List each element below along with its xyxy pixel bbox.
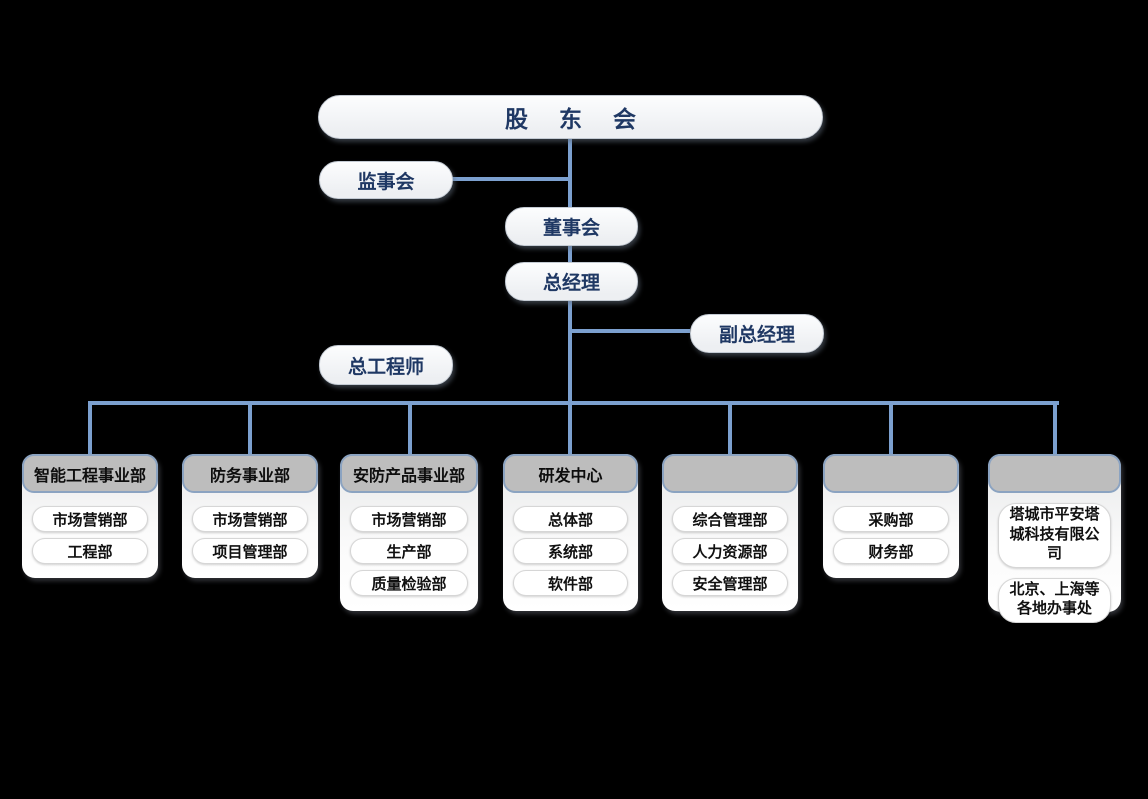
- division-card-intelligent-engineering: 智能工程事业部 市场营销部 工程部: [22, 454, 158, 578]
- department-pill: 北京、上海等各地办事处: [998, 577, 1111, 623]
- node-label: 副总经理: [718, 325, 795, 346]
- department-pill: 市场营销部: [32, 506, 148, 532]
- connector-supervisory-to-trunk: [450, 177, 570, 181]
- division-card-procurement-finance: 采购部 财务部: [823, 454, 959, 578]
- department-pill: 综合管理部: [672, 506, 788, 532]
- connector-gm-to-distribution: [568, 301, 572, 405]
- division-header: 防务事业部: [182, 454, 318, 493]
- department-pill: 软件部: [513, 570, 628, 596]
- division-card-admin: 综合管理部 人力资源部 安全管理部: [662, 454, 798, 611]
- node-label: 总经理: [542, 273, 600, 294]
- node-supervisory-board: 监事会: [319, 161, 453, 199]
- department-pill: 工程部: [32, 538, 148, 564]
- division-header: 安防产品事业部: [340, 454, 478, 493]
- department-pill: 市场营销部: [350, 506, 468, 532]
- department-pill: 人力资源部: [672, 538, 788, 564]
- division-header: [823, 454, 959, 493]
- division-card-rnd-center: 研发中心 总体部 系统部 软件部: [503, 454, 638, 611]
- department-pill: 项目管理部: [192, 538, 308, 564]
- connector-drop-group-1: [88, 403, 92, 454]
- division-body: 市场营销部 工程部: [22, 493, 158, 564]
- connector-drop-group-4: [568, 403, 572, 454]
- node-deputy-general-manager: 副总经理: [690, 314, 824, 353]
- node-label: 董事会: [542, 218, 600, 239]
- node-label: 股东会: [505, 107, 667, 132]
- division-card-subsidiaries: 塔城市平安塔城科技有限公司 北京、上海等各地办事处: [988, 454, 1121, 623]
- node-label: 监事会: [357, 171, 415, 193]
- division-body: 市场营销部 项目管理部: [182, 493, 318, 564]
- connector-drop-group-6: [889, 403, 893, 454]
- department-pill: 采购部: [833, 506, 949, 532]
- department-pill: 质量检验部: [350, 570, 468, 596]
- connector-board-to-gm: [568, 246, 572, 262]
- connector-drop-group-2: [248, 403, 252, 454]
- node-chief-engineer: 总工程师: [319, 345, 453, 385]
- connector-trunk-to-deputy-gm: [570, 329, 690, 333]
- department-pill: 安全管理部: [672, 570, 788, 596]
- connector-shareholders-to-board: [568, 139, 572, 207]
- connector-distribution-line: [88, 401, 1059, 405]
- node-general-manager: 总经理: [505, 262, 638, 301]
- department-pill: 市场营销部: [192, 506, 308, 532]
- connector-drop-group-7: [1053, 403, 1057, 454]
- division-header: 智能工程事业部: [22, 454, 158, 493]
- department-pill: 总体部: [513, 506, 628, 532]
- department-pill: 系统部: [513, 538, 628, 564]
- connector-drop-group-3: [408, 403, 412, 454]
- division-header: [988, 454, 1121, 493]
- node-board-of-directors: 董事会: [505, 207, 638, 246]
- department-pill: 财务部: [833, 538, 949, 564]
- division-body: 综合管理部 人力资源部 安全管理部: [662, 493, 798, 596]
- node-label: 总工程师: [347, 356, 424, 378]
- division-body: 市场营销部 生产部 质量检验部: [340, 493, 478, 596]
- division-header: 研发中心: [503, 454, 638, 493]
- division-header: [662, 454, 798, 493]
- division-body: 塔城市平安塔城科技有限公司 北京、上海等各地办事处: [988, 493, 1121, 623]
- department-pill: 塔城市平安塔城科技有限公司: [998, 503, 1111, 568]
- division-body: 总体部 系统部 软件部: [503, 493, 638, 596]
- division-card-defense: 防务事业部 市场营销部 项目管理部: [182, 454, 318, 578]
- node-shareholders-meeting: 股东会: [318, 95, 823, 139]
- division-card-security-products: 安防产品事业部 市场营销部 生产部 质量检验部: [340, 454, 478, 611]
- division-body: 采购部 财务部: [823, 493, 959, 564]
- department-pill: 生产部: [350, 538, 468, 564]
- connector-drop-group-5: [728, 403, 732, 454]
